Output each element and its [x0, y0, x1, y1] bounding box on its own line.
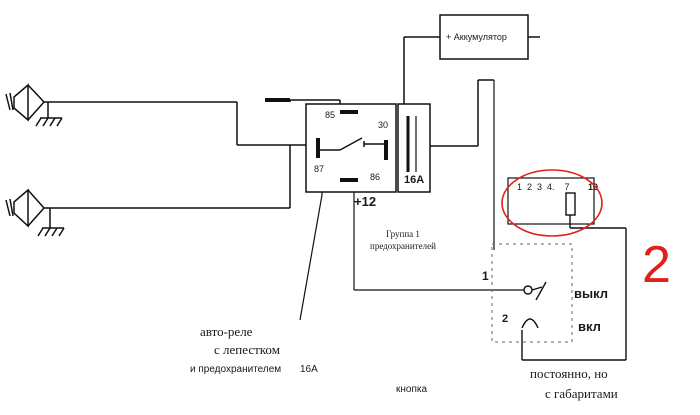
horn-bottom-icon	[5, 188, 290, 237]
fuse-group: 1 2 3 4. 7 10 Группа 1 предохранителей	[370, 177, 627, 361]
fuse-number-10: 10	[588, 182, 598, 192]
fuse-7-icon	[565, 192, 576, 216]
relay-caption-16a: 16А	[300, 364, 318, 375]
pin-30-label: 30	[378, 120, 388, 130]
plus-12-label: +12	[354, 194, 376, 209]
constant-note-line1: постоянно, но	[530, 366, 608, 381]
relay-caption: авто-реле с лепестком и предохранителем …	[190, 324, 318, 375]
switch-contact-icon	[523, 285, 533, 295]
relay-fuse-block	[397, 103, 431, 193]
relay-switch-icon	[318, 137, 386, 151]
button-dashed-box	[491, 243, 573, 343]
button-switch: 1 2 выкл вкл кнопка	[299, 80, 608, 395]
relay: 85 30 87 86 16А +12	[305, 103, 431, 209]
pin-87-label: 87	[314, 164, 324, 174]
pin-85-label: 85	[325, 110, 335, 120]
battery-label: + Аккумулятор	[446, 32, 507, 42]
button-label-2: 2	[502, 313, 508, 325]
red-mark-2: 2	[642, 236, 671, 294]
relay-body	[305, 103, 397, 193]
battery: + Аккумулятор	[403, 14, 540, 147]
button-label-1: 1	[482, 269, 489, 283]
fuse-numbers: 1 2 3 4. 7	[517, 182, 570, 192]
fuse-group-label-line1: Группа 1	[386, 229, 420, 239]
relay-caption-line3: и предохранителем	[190, 364, 281, 375]
off-label: выкл	[574, 286, 608, 301]
red-annotation: 2	[501, 169, 671, 294]
fuse-group-label-line2: предохранителей	[370, 241, 436, 251]
horn-top-icon	[5, 83, 237, 127]
red-circle-highlight	[501, 169, 603, 237]
relay-caption-line2: с лепестком	[214, 342, 280, 357]
constant-note-line2: с габаритами	[545, 386, 618, 401]
button-caption: кнопка	[396, 384, 427, 395]
relay-caption-line1: авто-реле	[200, 324, 253, 339]
switch-arc-icon	[521, 318, 539, 329]
constant-note: постоянно, но с габаритами	[530, 366, 618, 401]
fuse-group-box	[507, 177, 595, 225]
relay-fuse-label: 16А	[404, 174, 424, 186]
on-label: вкл	[578, 319, 601, 334]
pin-86-label: 86	[370, 172, 380, 182]
